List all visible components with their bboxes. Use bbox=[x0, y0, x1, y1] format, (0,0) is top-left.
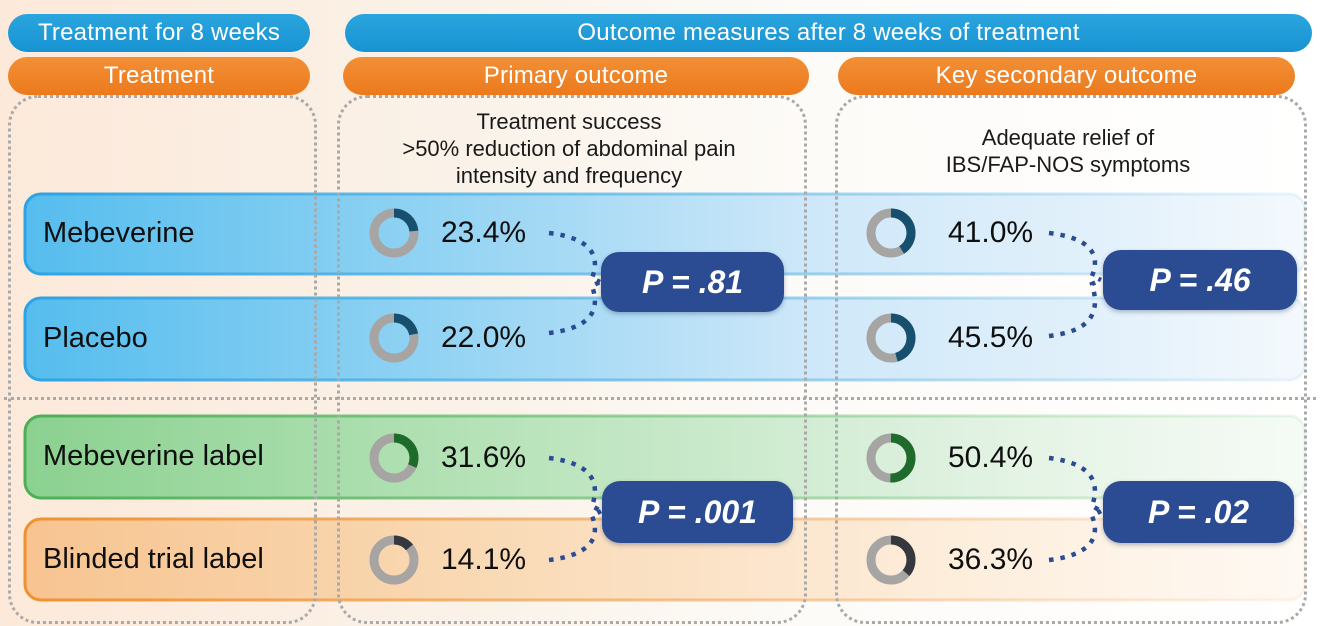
header-outcome-measures-label: Outcome measures after 8 weeks of treatm… bbox=[577, 19, 1080, 46]
p-value-badge-secondary-group1: P = .46 bbox=[1103, 250, 1297, 310]
group-divider-line bbox=[4, 397, 1316, 400]
percent-value: 50.4% bbox=[948, 441, 1034, 474]
secondary-outcome-cell: 41.0% bbox=[864, 206, 1033, 260]
primary-outcome-column-frame bbox=[337, 95, 807, 624]
donut-chart bbox=[866, 208, 916, 258]
donut-chart bbox=[866, 313, 916, 363]
primary-outcome-cell: 22.0% bbox=[367, 311, 526, 365]
donut-chart bbox=[369, 433, 419, 483]
secondary-outcome-description-line2: IBS/FAP-NOS symptoms bbox=[945, 152, 1191, 177]
brace-primary-group1 bbox=[548, 230, 602, 285]
primary-outcome-description-line1: Treatment success bbox=[476, 109, 662, 134]
brace-secondary-group1b bbox=[1048, 277, 1102, 339]
brace-primary-group2b bbox=[548, 509, 603, 563]
brace-secondary-group2b bbox=[1048, 509, 1103, 563]
p-value-badge-primary-group2: P = .001 bbox=[602, 481, 793, 543]
column-header-secondary-outcome-label: Key secondary outcome bbox=[935, 62, 1198, 89]
column-header-treatment: Treatment bbox=[8, 57, 310, 95]
secondary-outcome-column-frame bbox=[835, 95, 1307, 624]
donut-chart bbox=[369, 535, 419, 585]
column-header-secondary-outcome: Key secondary outcome bbox=[838, 57, 1295, 95]
header-treatment-period-label: Treatment for 8 weeks bbox=[37, 19, 281, 46]
row-label-placebo: Placebo bbox=[43, 322, 148, 354]
secondary-outcome-cell: 50.4% bbox=[864, 431, 1033, 485]
brace-secondary-group2 bbox=[1048, 455, 1103, 513]
row-label-mebeverine-label: Mebeverine label bbox=[43, 440, 264, 472]
header-treatment-period: Treatment for 8 weeks bbox=[8, 14, 310, 52]
primary-outcome-cell: 14.1% bbox=[367, 533, 526, 587]
header-outcome-measures: Outcome measures after 8 weeks of treatm… bbox=[345, 14, 1312, 52]
secondary-outcome-cell: 45.5% bbox=[864, 311, 1033, 365]
column-header-primary-outcome: Primary outcome bbox=[343, 57, 809, 95]
primary-outcome-cell: 31.6% bbox=[367, 431, 526, 485]
row-label-blinded-trial-label: Blinded trial label bbox=[43, 543, 264, 575]
percent-value: 22.0% bbox=[441, 321, 527, 354]
donut-chart bbox=[369, 208, 419, 258]
donut-chart bbox=[866, 535, 916, 585]
donut-chart bbox=[369, 313, 419, 363]
treatment-column-frame bbox=[8, 95, 317, 624]
p-value-badge-secondary-group2: P = .02 bbox=[1103, 481, 1294, 543]
percent-value: 36.3% bbox=[948, 543, 1034, 576]
row-label-mebeverine: Mebeverine bbox=[43, 217, 195, 249]
secondary-outcome-description: Adequate relief of IBS/FAP-NOS symptoms bbox=[845, 124, 1291, 178]
percent-value: 31.6% bbox=[441, 441, 527, 474]
percent-value: 23.4% bbox=[441, 216, 527, 249]
primary-outcome-description-line3: intensity and frequency bbox=[455, 163, 683, 188]
column-header-treatment-label: Treatment bbox=[103, 62, 215, 89]
secondary-outcome-cell: 36.3% bbox=[864, 533, 1033, 587]
column-header-primary-outcome-label: Primary outcome bbox=[483, 62, 669, 89]
primary-outcome-cell: 23.4% bbox=[367, 206, 526, 260]
percent-value: 41.0% bbox=[948, 216, 1034, 249]
percent-value: 14.1% bbox=[441, 543, 527, 576]
percent-value: 45.5% bbox=[948, 321, 1034, 354]
p-value-badge-primary-group1: P = .81 bbox=[601, 252, 784, 312]
donut-chart bbox=[866, 433, 916, 483]
brace-primary-group2 bbox=[548, 455, 603, 513]
primary-outcome-description-line2: >50% reduction of abdominal pain bbox=[402, 136, 736, 161]
secondary-outcome-description-line1: Adequate relief of bbox=[981, 125, 1155, 150]
primary-outcome-description: Treatment success >50% reduction of abdo… bbox=[347, 108, 791, 189]
brace-primary-group1b bbox=[548, 279, 602, 336]
brace-secondary-group1 bbox=[1048, 230, 1102, 283]
